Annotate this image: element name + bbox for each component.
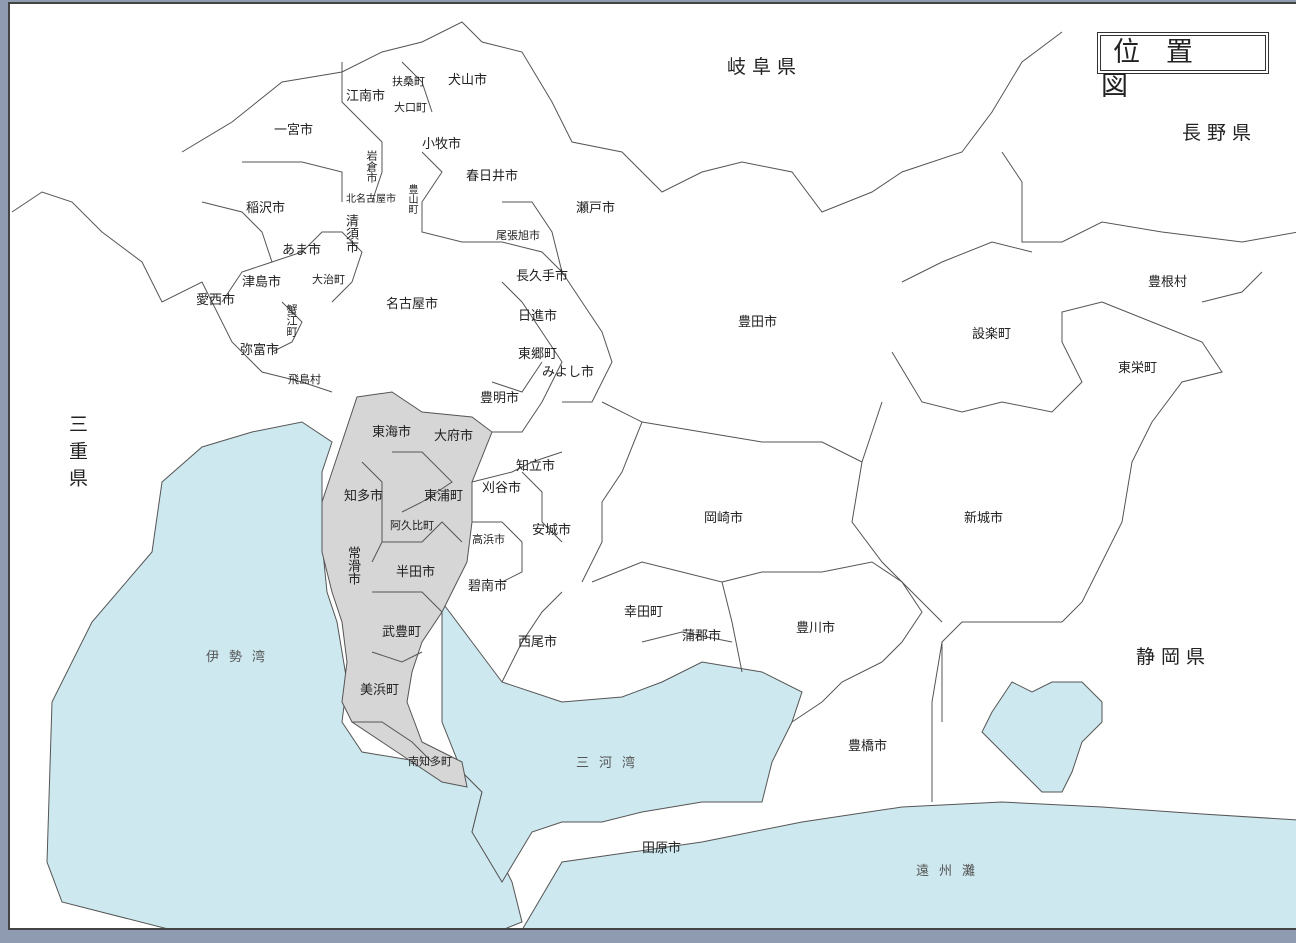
label-enshu-nada: 遠州灘	[916, 864, 986, 879]
label-agui: 阿久比町	[390, 519, 434, 532]
label-tobishima: 飛島村	[288, 373, 321, 386]
label-kiyosu: 清須市	[343, 214, 358, 253]
label-obu: 大府市	[434, 429, 474, 444]
label-iwakura: 岩倉市	[365, 150, 378, 183]
label-toei: 東栄町	[1118, 361, 1158, 376]
label-inazawa: 稲沢市	[246, 201, 286, 216]
label-tahara: 田原市	[642, 841, 682, 856]
chita-peninsula-highlight	[321, 391, 493, 788]
label-toyone: 豊根村	[1148, 275, 1188, 290]
enshu-nada-water	[522, 801, 1296, 928]
label-oguchi: 大口町	[394, 101, 427, 114]
label-oharu: 大治町	[312, 273, 345, 286]
municipal-boundaries	[11, 21, 1296, 802]
label-minamichita: 南知多町	[408, 755, 452, 768]
label-konan: 江南市	[346, 89, 386, 104]
label-tokai: 東海市	[372, 425, 412, 440]
label-shizuoka: 静岡県	[1136, 646, 1212, 668]
label-nagoya: 名古屋市	[386, 297, 439, 312]
label-nagano: 長野県	[1182, 122, 1258, 144]
legend-title-box: 位置図	[1097, 32, 1269, 102]
label-mikawa-bay: 三河湾	[576, 756, 646, 771]
map-frame: 位置図 岐阜県 長野県 三重県 静岡県 伊勢湾 三河湾 遠州灘 犬山市 扶桑町 …	[8, 2, 1296, 930]
label-tsushima: 津島市	[242, 275, 282, 290]
label-toyokawa: 豊川市	[796, 621, 836, 636]
mikawa-bay-water	[441, 600, 803, 883]
label-seto: 瀬戸市	[576, 201, 616, 216]
label-hekinan: 碧南市	[468, 579, 508, 594]
label-togo: 東郷町	[518, 347, 558, 362]
label-chiryu: 知立市	[516, 459, 556, 474]
label-kitanagoya: 北名古屋市	[346, 194, 396, 205]
label-kariya: 刈谷市	[482, 481, 522, 496]
label-ise-bay: 伊勢湾	[206, 650, 276, 665]
label-shitara: 設楽町	[972, 327, 1012, 342]
label-owariasahi: 尾張旭市	[496, 229, 540, 242]
hamana-lake-water	[981, 681, 1103, 793]
label-taketoyo: 武豊町	[382, 625, 422, 640]
label-aisai: 愛西市	[196, 293, 236, 308]
label-mihama: 美浜町	[360, 683, 400, 698]
label-fuso: 扶桑町	[392, 75, 425, 88]
label-tokoname: 常滑市	[345, 546, 360, 585]
label-okazaki: 岡崎市	[704, 511, 744, 526]
label-kota: 幸田町	[624, 605, 664, 620]
label-higashiura: 東浦町	[424, 489, 464, 504]
label-anjo: 安城市	[532, 523, 572, 538]
aichi-map	[11, 21, 1296, 928]
label-ama: あま市	[282, 243, 322, 258]
label-ichinomiya: 一宮市	[274, 123, 314, 138]
label-inuyama: 犬山市	[448, 73, 488, 88]
label-shinshiro: 新城市	[964, 511, 1004, 526]
label-toyoyama: 豊山町	[406, 184, 417, 214]
label-nagakute: 長久手市	[516, 269, 569, 284]
label-chita: 知多市	[344, 489, 384, 504]
map-title: 位置図	[1100, 35, 1266, 102]
label-mie: 三重県	[66, 414, 88, 495]
label-gamagori: 蒲郡市	[682, 629, 722, 644]
label-miyoshi: みよし市	[542, 365, 595, 380]
label-toyota: 豊田市	[738, 315, 778, 330]
label-takahama: 高浜市	[472, 533, 505, 546]
label-kasugai: 春日井市	[466, 169, 519, 184]
label-kanie: 蟹江町	[285, 304, 298, 337]
label-toyohashi: 豊橋市	[848, 739, 888, 754]
label-toyoake: 豊明市	[480, 391, 520, 406]
label-handa: 半田市	[396, 565, 436, 580]
label-komaki: 小牧市	[422, 137, 462, 152]
label-nisshin: 日進市	[518, 309, 558, 324]
label-nishio: 西尾市	[518, 635, 558, 650]
label-yatomi: 弥富市	[240, 343, 280, 358]
label-gifu: 岐阜県	[727, 56, 803, 78]
